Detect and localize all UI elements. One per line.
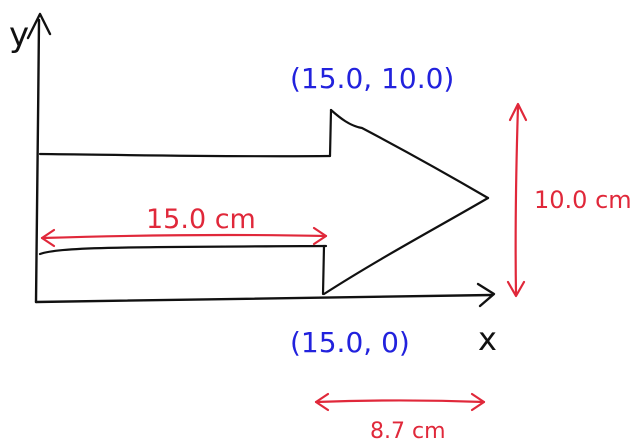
height-dimension-arrow [506, 102, 528, 298]
arrow-head-left-edge-bottom [321, 244, 326, 296]
arrow-shaft-bottom [38, 244, 328, 256]
y-axis-label: y [9, 15, 29, 55]
tip-label: 8.7 cm [370, 419, 446, 444]
x-axis [34, 282, 496, 308]
tip-dimension-arrow [314, 392, 486, 412]
arrow-shape [38, 108, 490, 296]
length-dimension-arrow [40, 226, 328, 248]
y-axis [26, 12, 52, 304]
x-axis-label: x [478, 320, 497, 358]
height-label: 10.0 cm [534, 186, 630, 214]
bottom-point-label: (15.0, 0) [290, 326, 410, 359]
x-axis-line [34, 293, 494, 304]
x-axis-arrowhead [476, 282, 496, 308]
arrow-head-lower-edge [322, 196, 490, 296]
top-point-label: (15.0, 10.0) [290, 62, 454, 95]
arrow-head-upper-edge [329, 108, 490, 200]
y-axis-arrowhead [26, 12, 52, 40]
arrow-head-left-edge-top [328, 108, 333, 158]
length-label: 15.0 cm [146, 204, 256, 235]
arrow-shaft-top [38, 152, 332, 158]
y-axis-line [34, 18, 41, 304]
